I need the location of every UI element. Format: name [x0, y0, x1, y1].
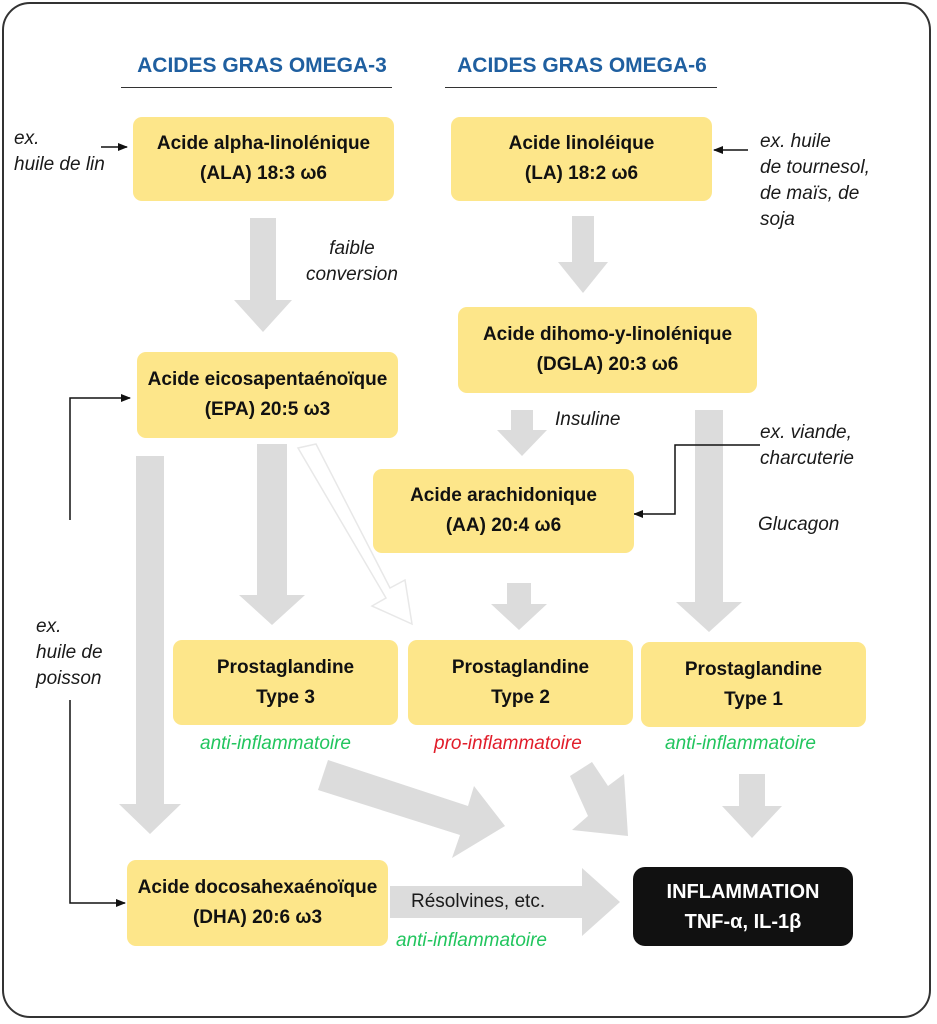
- box-pg1: Prostaglandine Type 1: [641, 642, 866, 727]
- box-aa: Acide arachidonique (AA) 20:4 ω6: [373, 469, 634, 553]
- note-flax-line2: huile de lin: [14, 154, 105, 175]
- arrow-dha-inflammation: [390, 868, 620, 936]
- box-la: Acide linoléique (LA) 18:2 ω6: [451, 117, 712, 201]
- heading-omega3: ACIDES GRAS OMEGA-3: [137, 54, 387, 77]
- arrow-aa-pg2: [491, 583, 547, 630]
- note-meat-line2: charcuterie: [760, 448, 854, 469]
- heading-omega6-rule: [445, 87, 717, 88]
- note-low-conversion-line1: faible: [329, 238, 375, 259]
- arrow-epa-pg2-outline: [296, 443, 413, 626]
- arrow-pg1-inflammation: [722, 774, 782, 838]
- box-pg3-name: Prostaglandine: [216, 656, 355, 678]
- note-sunflower-line4: soja: [760, 209, 795, 230]
- box-ala: Acide alpha-linolénique (ALA) 18:3 ω6: [133, 117, 394, 201]
- arrow-dgla-aa: [497, 410, 547, 456]
- box-inflammation: INFLAMMATION TNF-α, IL-1β: [633, 867, 853, 946]
- connector-fish-to-dha: [69, 700, 126, 907]
- effect-resolvins: anti-inflammatoire: [396, 930, 547, 951]
- box-dha-name: Acide docosahexaénoïque: [137, 877, 378, 898]
- box-pg2: Prostaglandine Type 2: [408, 640, 633, 725]
- arrow-dgla-pg1: [676, 410, 742, 632]
- arrow-pg3-inflammation: [318, 760, 505, 858]
- box-pg2-type: Type 2: [491, 686, 550, 708]
- heading-omega6: ACIDES GRAS OMEGA-6: [457, 54, 707, 77]
- note-sunflower-line2: de tournesol,: [760, 157, 870, 178]
- box-dgla-name: Acide dihomo-y-linolénique: [482, 324, 733, 345]
- box-dgla-formula: (DGLA) 20:3 ω6: [536, 354, 679, 375]
- note-fish-oil: ex. huile de poisson: [36, 614, 103, 692]
- label-resolvins: Résolvines, etc.: [411, 891, 546, 912]
- box-pg3: Prostaglandine Type 3: [173, 640, 398, 725]
- box-dha: Acide docosahexaénoïque (DHA) 20:6 ω3: [127, 860, 388, 946]
- box-la-name: Acide linoléique: [508, 133, 655, 154]
- note-meat-line1: ex. viande,: [760, 422, 852, 443]
- arrow-pg2-inflammation: [570, 762, 628, 836]
- arrow-epa-dha: [119, 456, 181, 834]
- note-insulin: Insuline: [555, 409, 621, 430]
- box-inflammation-title: INFLAMMATION: [666, 880, 820, 903]
- note-flax: ex. huile de lin: [14, 126, 105, 178]
- box-pg1-type: Type 1: [724, 688, 783, 710]
- note-meat: ex. viande, charcuterie: [760, 420, 854, 472]
- effect-pg2: pro-inflammatoire: [434, 733, 582, 754]
- note-flax-line1: ex.: [14, 128, 40, 149]
- box-aa-name: Acide arachidonique: [410, 485, 597, 506]
- box-epa-formula: (EPA) 20:5 ω3: [204, 399, 331, 420]
- box-ala-formula: (ALA) 18:3 ω6: [200, 163, 327, 184]
- note-sunflower-line1: ex. huile: [760, 131, 831, 152]
- box-aa-formula: (AA) 20:4 ω6: [445, 515, 562, 536]
- box-epa-name: Acide eicosapentaénoïque: [147, 369, 388, 390]
- note-fish-oil-line3: poisson: [36, 668, 102, 689]
- note-low-conversion: faible conversion: [297, 236, 407, 288]
- note-fish-oil-line2: huile de: [36, 642, 103, 663]
- box-dgla: Acide dihomo-y-linolénique (DGLA) 20:3 ω…: [458, 307, 757, 393]
- note-fish-oil-line1: ex.: [36, 616, 62, 637]
- effect-pg3: anti-inflammatoire: [200, 733, 351, 754]
- box-pg3-type: Type 3: [256, 686, 315, 708]
- box-pg1-name: Prostaglandine: [684, 658, 823, 680]
- note-glucagon: Glucagon: [758, 514, 840, 535]
- note-sunflower-line3: de maïs, de: [760, 183, 860, 204]
- box-inflammation-markers: TNF-α, IL-1β: [684, 910, 802, 933]
- box-ala-name: Acide alpha-linolénique: [156, 133, 371, 154]
- arrow-ala-epa: [234, 218, 292, 332]
- arrow-la-dgla: [558, 216, 608, 293]
- connector-fish-to-epa: [69, 394, 131, 520]
- note-low-conversion-line2: conversion: [306, 264, 398, 285]
- heading-omega3-rule: [121, 87, 392, 88]
- note-sunflower: ex. huile de tournesol, de maïs, de soja: [760, 129, 870, 233]
- arrow-epa-pg3: [239, 444, 305, 625]
- effect-pg1: anti-inflammatoire: [665, 733, 816, 754]
- connector-meat: [633, 444, 760, 518]
- box-dha-formula: (DHA) 20:6 ω3: [192, 907, 323, 928]
- box-epa: Acide eicosapentaénoïque (EPA) 20:5 ω3: [137, 352, 398, 438]
- box-la-formula: (LA) 18:2 ω6: [524, 163, 639, 184]
- box-pg2-name: Prostaglandine: [451, 656, 590, 678]
